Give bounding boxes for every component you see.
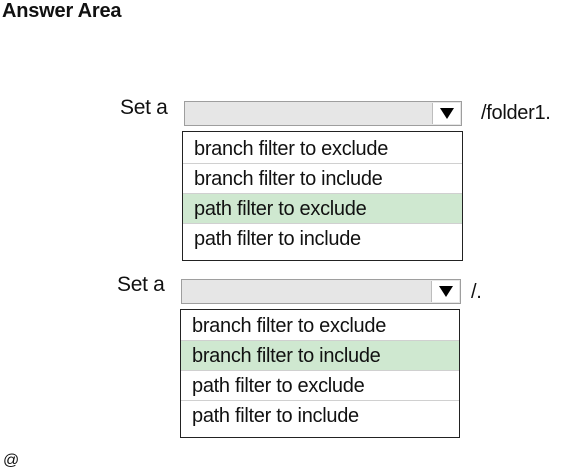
dropdown-options-2: branch filter to exclude branch filter t…: [180, 309, 460, 438]
triangle-down-icon: [439, 286, 453, 297]
prefix-label-2: Set a: [117, 273, 165, 296]
triangle-down-icon: [440, 108, 454, 119]
prefix-label-1: Set a: [120, 96, 168, 119]
option-path-exclude-1-selected[interactable]: path filter to exclude: [183, 194, 462, 224]
path-filter-select-1[interactable]: [184, 101, 462, 126]
option-path-include-2[interactable]: path filter to include: [192, 405, 359, 427]
path-filter-select-2[interactable]: [181, 279, 461, 304]
option-branch-include-2-selected[interactable]: branch filter to include: [181, 341, 459, 371]
option-path-include-1[interactable]: path filter to include: [194, 228, 361, 250]
suffix-label-1: /folder1.: [481, 102, 551, 124]
footer-mark: @: [3, 452, 20, 469]
dropdown-arrow-button-1[interactable]: [432, 103, 460, 124]
dropdown-arrow-button-2[interactable]: [431, 281, 459, 302]
suffix-label-2: /.: [471, 281, 482, 303]
option-path-exclude-2[interactable]: path filter to exclude: [181, 371, 459, 401]
option-branch-exclude-2[interactable]: branch filter to exclude: [181, 311, 459, 341]
option-branch-include-1[interactable]: branch filter to include: [183, 164, 462, 194]
answer-area-title: Answer Area: [2, 0, 122, 22]
option-branch-exclude-1[interactable]: branch filter to exclude: [183, 134, 462, 164]
dropdown-options-1: branch filter to exclude branch filter t…: [182, 131, 463, 261]
